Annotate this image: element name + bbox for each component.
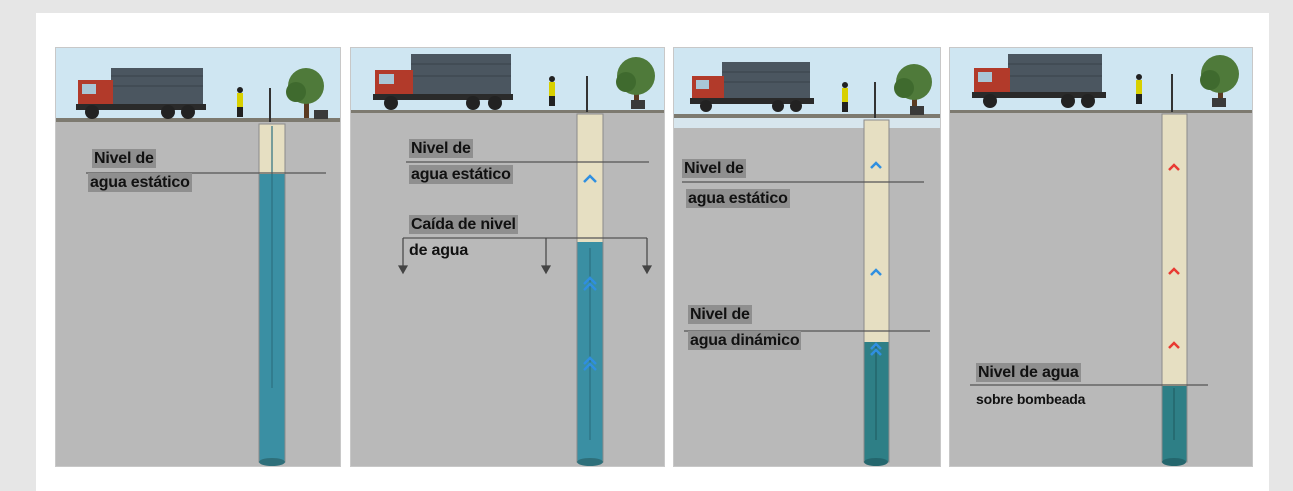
drawdown-arrows bbox=[397, 238, 653, 275]
static-level-label-1: Nivel de bbox=[409, 139, 473, 158]
panel-over-pumped: Nivel de agua sobre bombeada bbox=[949, 47, 1253, 467]
up-arrow-icon bbox=[870, 161, 882, 356]
panel-dynamic-level: Nivel de agua estático Nivel de agua din… bbox=[673, 47, 941, 467]
well-casing bbox=[864, 120, 889, 342]
tree-icon bbox=[616, 57, 655, 108]
static-level-label-2: agua estático bbox=[686, 189, 790, 208]
worker-icon bbox=[237, 87, 243, 117]
panel-2-drawing bbox=[351, 48, 664, 466]
well-casing bbox=[577, 114, 603, 242]
generator-icon bbox=[314, 110, 328, 119]
static-level-label-2: agua estático bbox=[88, 173, 192, 192]
static-level-label-1: Nivel de bbox=[92, 149, 156, 168]
worker-icon bbox=[1136, 74, 1142, 104]
panel-3-drawing bbox=[674, 48, 940, 466]
truck-icon bbox=[972, 54, 1106, 108]
generator-icon bbox=[1212, 98, 1226, 107]
tree-icon bbox=[286, 68, 324, 118]
tree-icon bbox=[894, 64, 932, 114]
over-pumped-label-2: sobre bombeada bbox=[976, 391, 1086, 407]
well-casing bbox=[1162, 114, 1187, 386]
panel-4-drawing bbox=[950, 48, 1252, 466]
drawdown-label-1: Caída de nivel bbox=[409, 215, 518, 234]
over-pumped-label-1: Nivel de agua bbox=[976, 363, 1081, 382]
dynamic-level-label-1: Nivel de bbox=[688, 305, 752, 324]
panel-drawdown: Nivel de agua estático Caída de nivel de… bbox=[350, 47, 665, 467]
panel-static-level: Nivel de agua estático bbox=[55, 47, 341, 467]
truck-icon bbox=[373, 54, 513, 110]
dynamic-level-label-2: agua dinámico bbox=[688, 331, 802, 350]
tree-icon bbox=[1200, 55, 1239, 106]
static-level-label-1: Nivel de bbox=[682, 159, 746, 178]
truck-icon bbox=[690, 62, 814, 112]
truck-icon bbox=[76, 68, 206, 119]
drawdown-label-2: de agua bbox=[409, 242, 469, 259]
generator-icon bbox=[910, 106, 924, 115]
static-level-label-2: agua estático bbox=[409, 165, 513, 184]
up-arrow-icon bbox=[583, 174, 597, 371]
worker-icon bbox=[549, 76, 555, 106]
panel-1-drawing bbox=[56, 48, 340, 466]
worker-icon bbox=[842, 82, 848, 112]
up-arrow-icon bbox=[1168, 163, 1180, 349]
generator-icon bbox=[631, 100, 645, 109]
